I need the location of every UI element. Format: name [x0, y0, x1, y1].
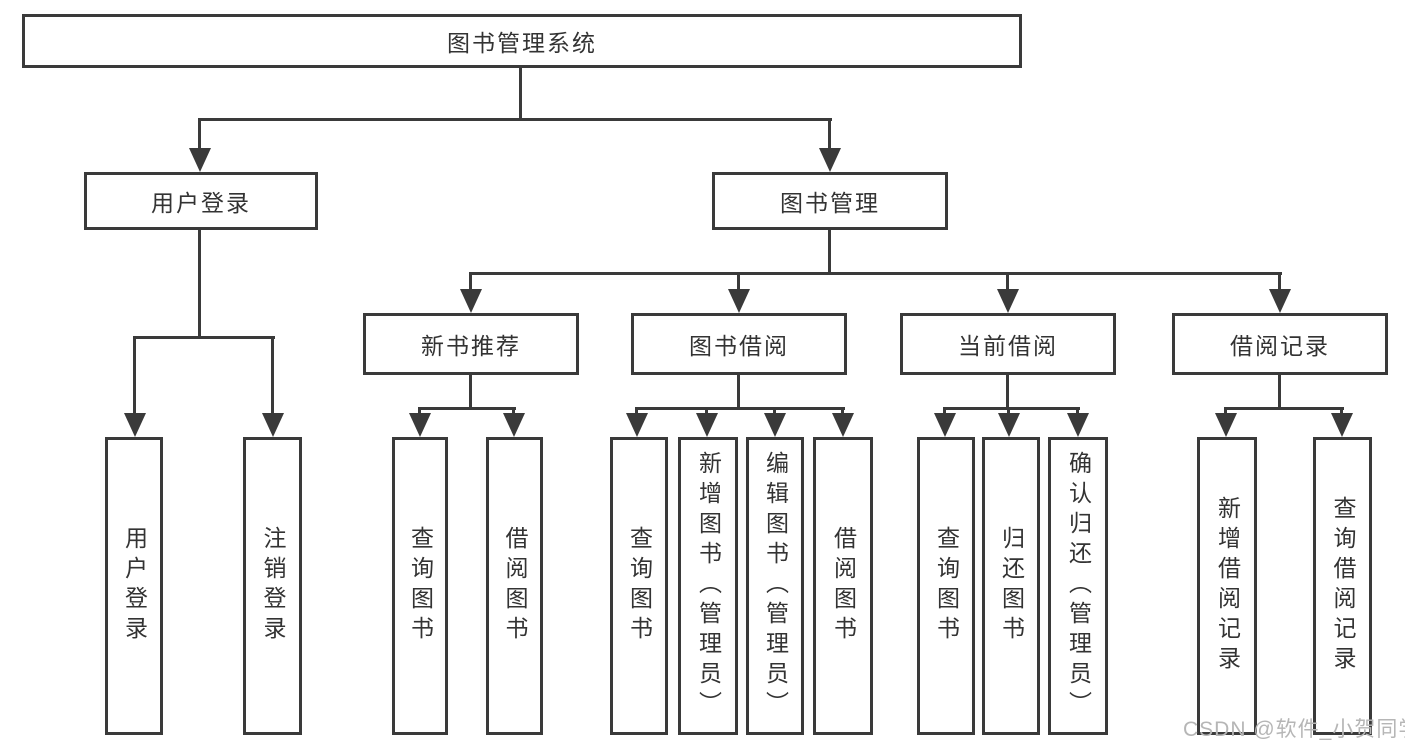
arrow-down-newrec-query — [408, 407, 431, 437]
connector-records-stub — [1278, 375, 1281, 410]
node-borrow-records-label: 借阅记录 — [1230, 333, 1330, 359]
node-book-management: 图书管理 — [712, 172, 948, 230]
leaf-newrec-borrow-books: 借阅图书 — [486, 437, 543, 735]
node-current-borrow-label: 当前借阅 — [958, 333, 1058, 359]
arrow-down-borrow-edit — [763, 407, 786, 437]
node-user-login-group-label: 用户登录 — [151, 190, 251, 216]
leaf-newrec-query-books-label: 查询图书 — [407, 526, 434, 646]
leaf-logout-label: 注销登录 — [260, 526, 286, 646]
arrow-down-borrow-records — [1268, 272, 1291, 313]
arrow-down-leaf-user-login — [123, 336, 146, 437]
leaf-borrow-query-books-label: 查询图书 — [626, 526, 653, 646]
arrow-down-borrow-add — [695, 407, 718, 437]
connector-borrow-stub — [737, 375, 740, 410]
arrow-down-records-query — [1330, 407, 1353, 437]
connector-newrec-stub — [469, 375, 472, 410]
leaf-records-query-record-label: 查询借阅记录 — [1330, 496, 1356, 676]
arrow-down-records-add — [1214, 407, 1237, 437]
leaf-newrec-borrow-books-label: 借阅图书 — [502, 526, 528, 646]
arrow-down-current-confirm — [1066, 407, 1089, 437]
connector-newrec-rail — [419, 407, 516, 410]
connector-user-rail — [134, 336, 275, 339]
connector-level2-rail — [199, 118, 832, 121]
leaf-borrow-borrow-books-label: 借阅图书 — [830, 526, 857, 646]
arrow-down-current-query — [933, 407, 956, 437]
leaf-current-confirm-return-admin: 确认归还（管理员） — [1048, 437, 1108, 735]
leaf-newrec-query-books: 查询图书 — [392, 437, 448, 735]
node-book-management-label: 图书管理 — [780, 190, 880, 216]
node-current-borrow: 当前借阅 — [900, 313, 1116, 375]
watermark: CSDN @软件_小贺同学 — [1183, 718, 1405, 741]
connector-borrow-rail — [636, 407, 845, 410]
node-new-book-recommend: 新书推荐 — [363, 313, 579, 375]
arrow-down-new-book-recommend — [459, 272, 482, 313]
leaf-user-login: 用户登录 — [105, 437, 163, 735]
leaf-logout: 注销登录 — [243, 437, 302, 735]
arrow-down-leaf-logout — [261, 336, 284, 437]
arrow-down-book-borrow — [727, 272, 750, 313]
leaf-records-add-record: 新增借阅记录 — [1197, 437, 1257, 735]
connector-user-stub — [198, 230, 201, 339]
arrow-down-current-borrow — [996, 272, 1019, 313]
node-root: 图书管理系统 — [22, 14, 1022, 68]
node-new-book-recommend-label: 新书推荐 — [421, 333, 521, 359]
connector-current-stub — [1006, 375, 1009, 410]
leaf-user-login-label: 用户登录 — [121, 526, 148, 646]
connector-current-rail — [944, 407, 1080, 410]
arrow-down-newrec-borrow — [502, 407, 525, 437]
node-user-login-group: 用户登录 — [84, 172, 318, 230]
arrow-down-user-login — [188, 118, 211, 172]
leaf-borrow-edit-books-admin: 编辑图书（管理员） — [746, 437, 804, 735]
leaf-records-add-record-label: 新增借阅记录 — [1214, 496, 1241, 676]
node-book-borrow-label: 图书借阅 — [689, 333, 789, 359]
leaf-borrow-add-books-admin-label: 新增图书（管理员） — [695, 451, 722, 721]
connector-records-rail — [1225, 407, 1344, 410]
node-borrow-records: 借阅记录 — [1172, 313, 1388, 375]
connector-level3-rail — [470, 272, 1282, 275]
leaf-current-query-books: 查询图书 — [917, 437, 975, 735]
node-root-label: 图书管理系统 — [447, 30, 597, 56]
arrow-down-current-return — [997, 407, 1020, 437]
leaf-current-confirm-return-admin-label: 确认归还（管理员） — [1065, 451, 1092, 721]
leaf-current-query-books-label: 查询图书 — [933, 526, 960, 646]
arrow-down-borrow-query — [625, 407, 648, 437]
leaf-records-query-record: 查询借阅记录 — [1313, 437, 1372, 735]
connector-bookmgmt-stub — [828, 230, 831, 275]
leaf-borrow-query-books: 查询图书 — [610, 437, 668, 735]
leaf-current-return-books: 归还图书 — [982, 437, 1040, 735]
leaf-borrow-add-books-admin: 新增图书（管理员） — [678, 437, 738, 735]
arrow-down-book-management — [818, 118, 841, 172]
node-book-borrow: 图书借阅 — [631, 313, 847, 375]
connector-root-stub — [519, 68, 522, 121]
leaf-current-return-books-label: 归还图书 — [998, 526, 1025, 646]
leaf-borrow-edit-books-admin-label: 编辑图书（管理员） — [762, 451, 789, 721]
arrow-down-borrow-borrow — [831, 407, 854, 437]
leaf-borrow-borrow-books: 借阅图书 — [813, 437, 873, 735]
